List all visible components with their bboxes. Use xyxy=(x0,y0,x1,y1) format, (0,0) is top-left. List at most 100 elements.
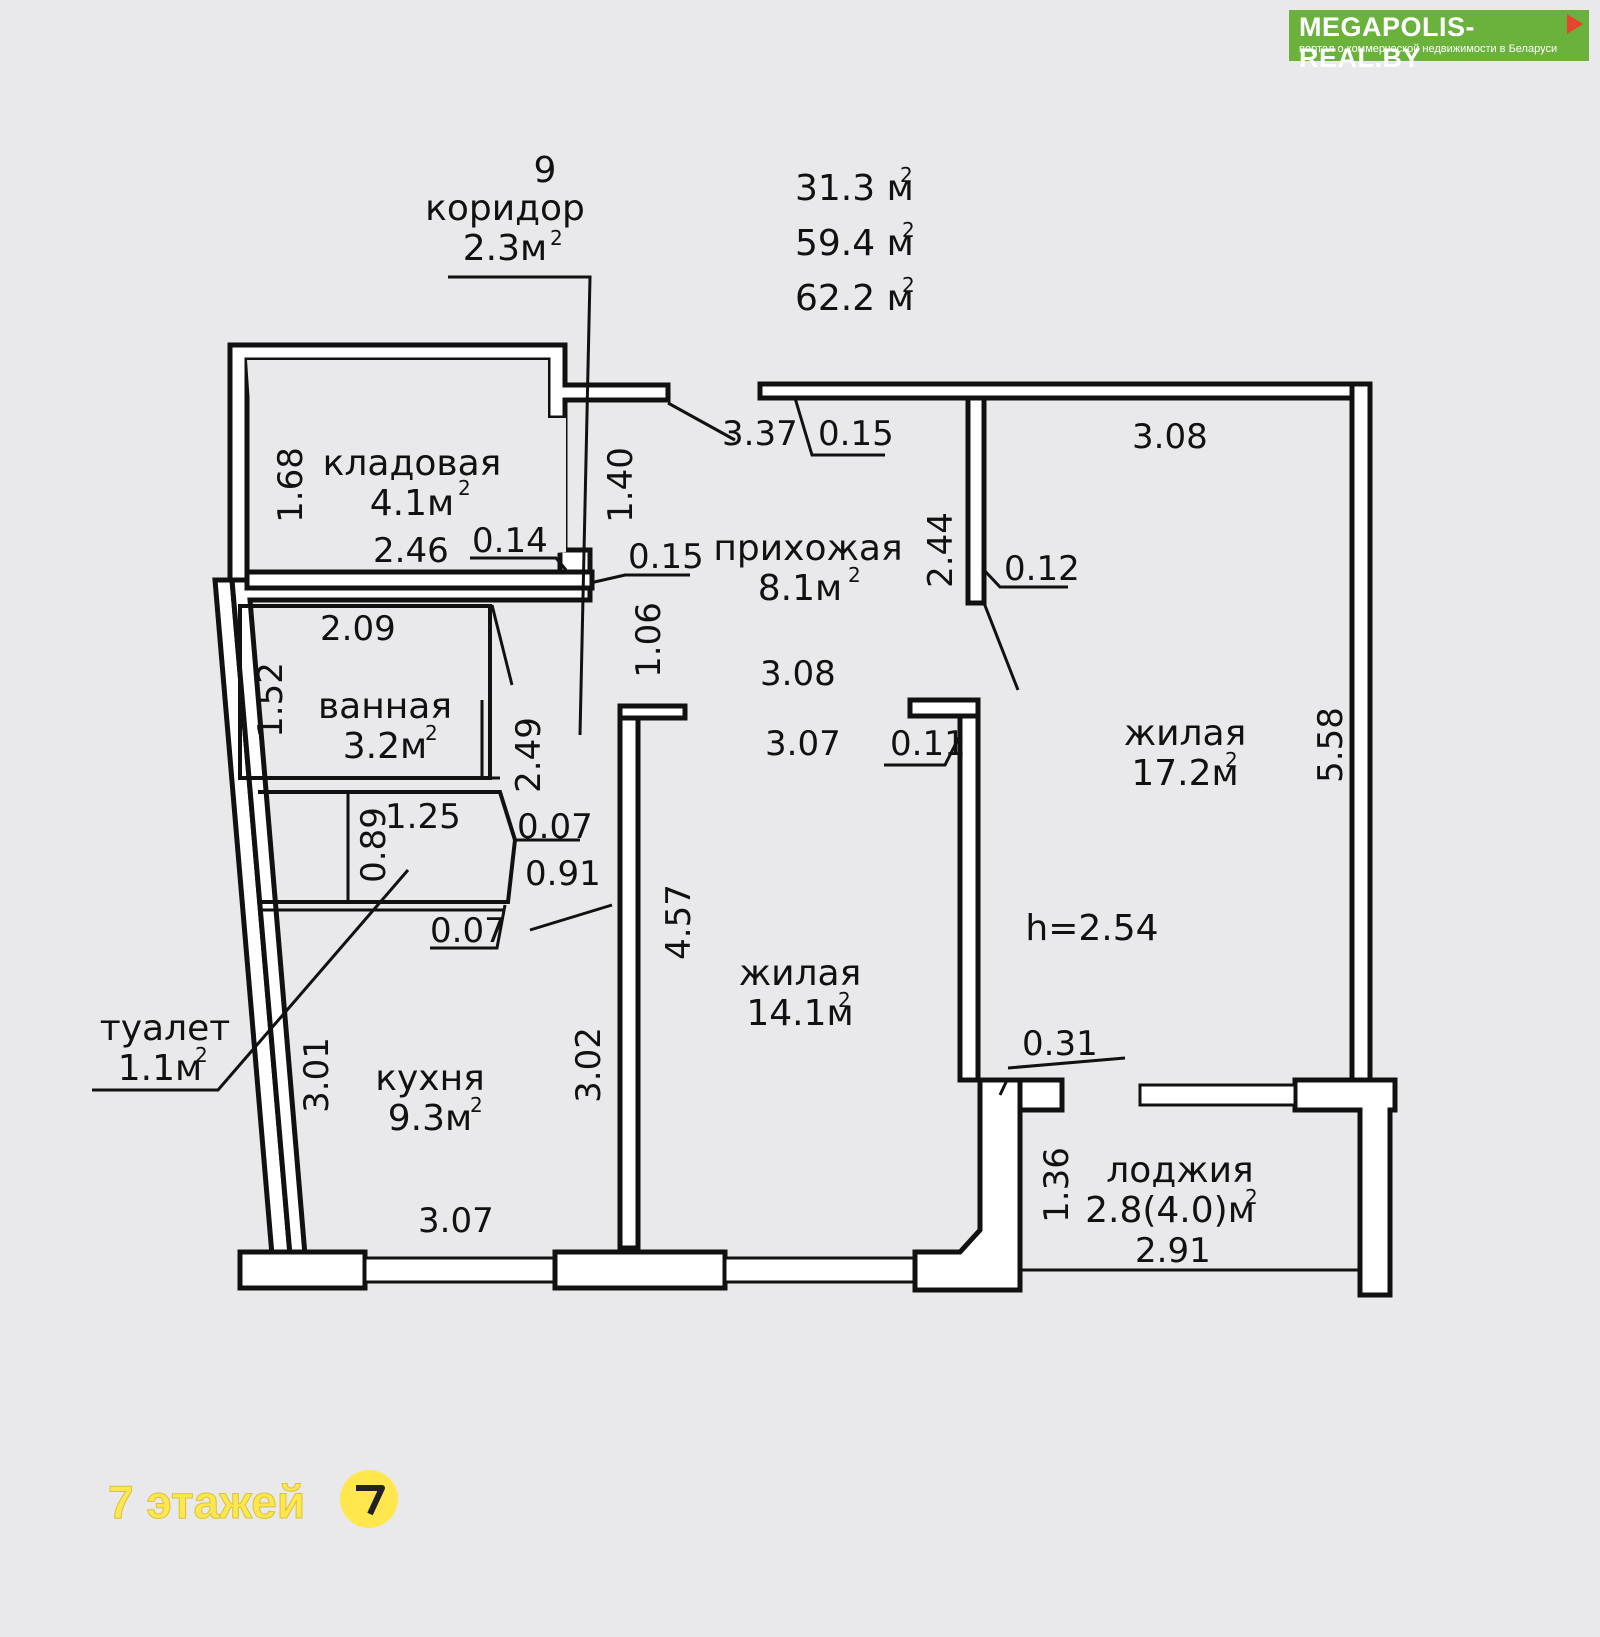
dim-2-09: 2.09 xyxy=(320,609,396,649)
dim-1-40: 1.40 xyxy=(601,447,641,523)
ceiling-height: h=2.54 xyxy=(1025,908,1158,949)
dim-2-44: 2.44 xyxy=(921,512,961,588)
bath-name: ванная xyxy=(318,686,452,727)
storage-name: кладовая xyxy=(323,443,502,484)
total3-sup: 2 xyxy=(902,273,915,297)
kitchen-area: 9.3м xyxy=(388,1098,472,1139)
leader-031 xyxy=(1007,1056,1126,1070)
dim-0-15-mid: 0.15 xyxy=(628,537,704,577)
dim-1-52: 1.52 xyxy=(251,662,291,738)
corridor-area: 2.3м xyxy=(463,228,547,269)
storage-area: 4.1м xyxy=(370,483,454,524)
wall-bottom-seg2 xyxy=(552,1249,728,1291)
total2-sup: 2 xyxy=(902,218,915,242)
storage-sup: 2 xyxy=(458,476,471,500)
floors-badge-text: 7 этажей xyxy=(107,1476,306,1529)
wall-bottom-seg3 xyxy=(912,1077,1023,1293)
dim-3-01: 3.01 xyxy=(297,1037,337,1113)
corridor-number: 9 xyxy=(534,150,557,191)
dim-0-14: 0.14 xyxy=(472,521,548,561)
dim-5-58: 5.58 xyxy=(1311,707,1351,783)
bath-box xyxy=(238,604,492,780)
corridor-name: коридор xyxy=(425,188,585,229)
dim-1-36: 1.36 xyxy=(1037,1147,1077,1223)
dim-1-25: 1.25 xyxy=(385,797,461,837)
wall-storage-bottom xyxy=(244,569,595,591)
leader-012 xyxy=(982,568,1068,589)
dim-4-57: 4.57 xyxy=(659,884,699,960)
loggia-window xyxy=(1138,1083,1297,1107)
dim-3-07-mid: 3.07 xyxy=(765,724,841,764)
total-with-loggia: 62.2 м xyxy=(795,278,914,319)
wall-partition-big xyxy=(965,395,987,606)
dim-0-07-bottom: 0.07 xyxy=(430,911,506,951)
toilet-sup: 2 xyxy=(195,1043,208,1067)
small-room-sup: 2 xyxy=(838,988,851,1012)
leader-toilet xyxy=(92,869,410,1092)
window-room xyxy=(723,1256,917,1284)
dim-1-06: 1.06 xyxy=(629,602,669,678)
total1-sup: 2 xyxy=(900,163,913,187)
wall-storage-inner xyxy=(247,360,566,582)
corridor-sup: 2 xyxy=(550,226,563,250)
door-loggia xyxy=(998,1077,1010,1096)
dim-0-31: 0.31 xyxy=(1022,1024,1098,1064)
total-living: 31.3 м xyxy=(795,168,914,209)
big-room-sup: 2 xyxy=(1225,748,1238,772)
toilet-area: 1.1м xyxy=(118,1048,202,1089)
bath-right-wall xyxy=(480,700,500,780)
dim-3-37: 3.37 xyxy=(722,414,798,454)
wall-partition-cap xyxy=(907,697,981,719)
small-room-area: 14.1м xyxy=(746,993,853,1034)
total-area: 59.4 м xyxy=(795,223,914,264)
leader-015a xyxy=(793,397,885,457)
dim-0-91: 0.91 xyxy=(525,854,601,894)
big-room-area: 17.2м xyxy=(1131,753,1238,794)
brand-name: MEGAPOLIS-REAL.BY xyxy=(1299,12,1476,73)
wall-partition-kitchen-cap xyxy=(617,703,688,721)
kitchen-sup: 2 xyxy=(470,1093,483,1117)
leader-011 xyxy=(884,734,962,767)
window-kitchen xyxy=(363,1256,557,1284)
brand-banner[interactable]: MEGAPOLIS-REAL.BY портал о коммерческой … xyxy=(1289,10,1589,73)
wall-top-right xyxy=(757,381,1373,401)
wall-loggia-right xyxy=(1292,1077,1398,1298)
leader-corridor xyxy=(448,275,592,736)
leader-337 xyxy=(667,401,736,442)
dim-2-91: 2.91 xyxy=(1135,1231,1211,1271)
loggia-area: 2.8(4.0)м xyxy=(1085,1190,1255,1231)
leader-015b xyxy=(589,573,690,585)
wall-partition-kitchen xyxy=(617,703,641,1251)
leader-007b xyxy=(430,904,507,950)
dim-0-07-top: 0.07 xyxy=(517,807,593,847)
dim-3-08-mid: 3.08 xyxy=(760,654,836,694)
dim-0-11: 0.11 xyxy=(890,724,966,764)
hall-name: прихожая xyxy=(713,528,902,569)
dim-1-68: 1.68 xyxy=(271,447,311,523)
bath-area: 3.2м xyxy=(343,726,427,767)
floor-seven-icon xyxy=(340,1470,398,1528)
big-room-name: жилая xyxy=(1124,713,1247,754)
small-room-name: жилая xyxy=(739,953,862,994)
dim-3-08-top: 3.08 xyxy=(1132,417,1208,457)
hall-sup: 2 xyxy=(848,563,861,587)
wall-right-outer xyxy=(1349,381,1373,1087)
brand-tagline: портал о коммерческой недвижимости в Бел… xyxy=(1299,43,1558,55)
bath-sup: 2 xyxy=(425,721,438,745)
brand-flag-icon xyxy=(1567,14,1583,34)
dim-3-02: 3.02 xyxy=(569,1027,609,1103)
toilet-name: туалет xyxy=(100,1008,230,1049)
wall-bottom-seg1 xyxy=(237,1249,368,1291)
dim-3-07-bottom: 3.07 xyxy=(418,1201,494,1241)
door-kitchen xyxy=(529,903,613,932)
loggia-sup: 2 xyxy=(1245,1185,1258,1209)
dim-0-12: 0.12 xyxy=(1004,549,1080,589)
dim-0-89: 0.89 xyxy=(354,807,394,883)
dim-2-49: 2.49 xyxy=(509,717,549,793)
kitchen-name: кухня xyxy=(375,1058,485,1099)
leader-014 xyxy=(470,556,568,571)
hall-area: 8.1м xyxy=(758,568,842,609)
seven-glyph-icon xyxy=(356,1485,385,1516)
dim-0-15-top: 0.15 xyxy=(818,414,894,454)
